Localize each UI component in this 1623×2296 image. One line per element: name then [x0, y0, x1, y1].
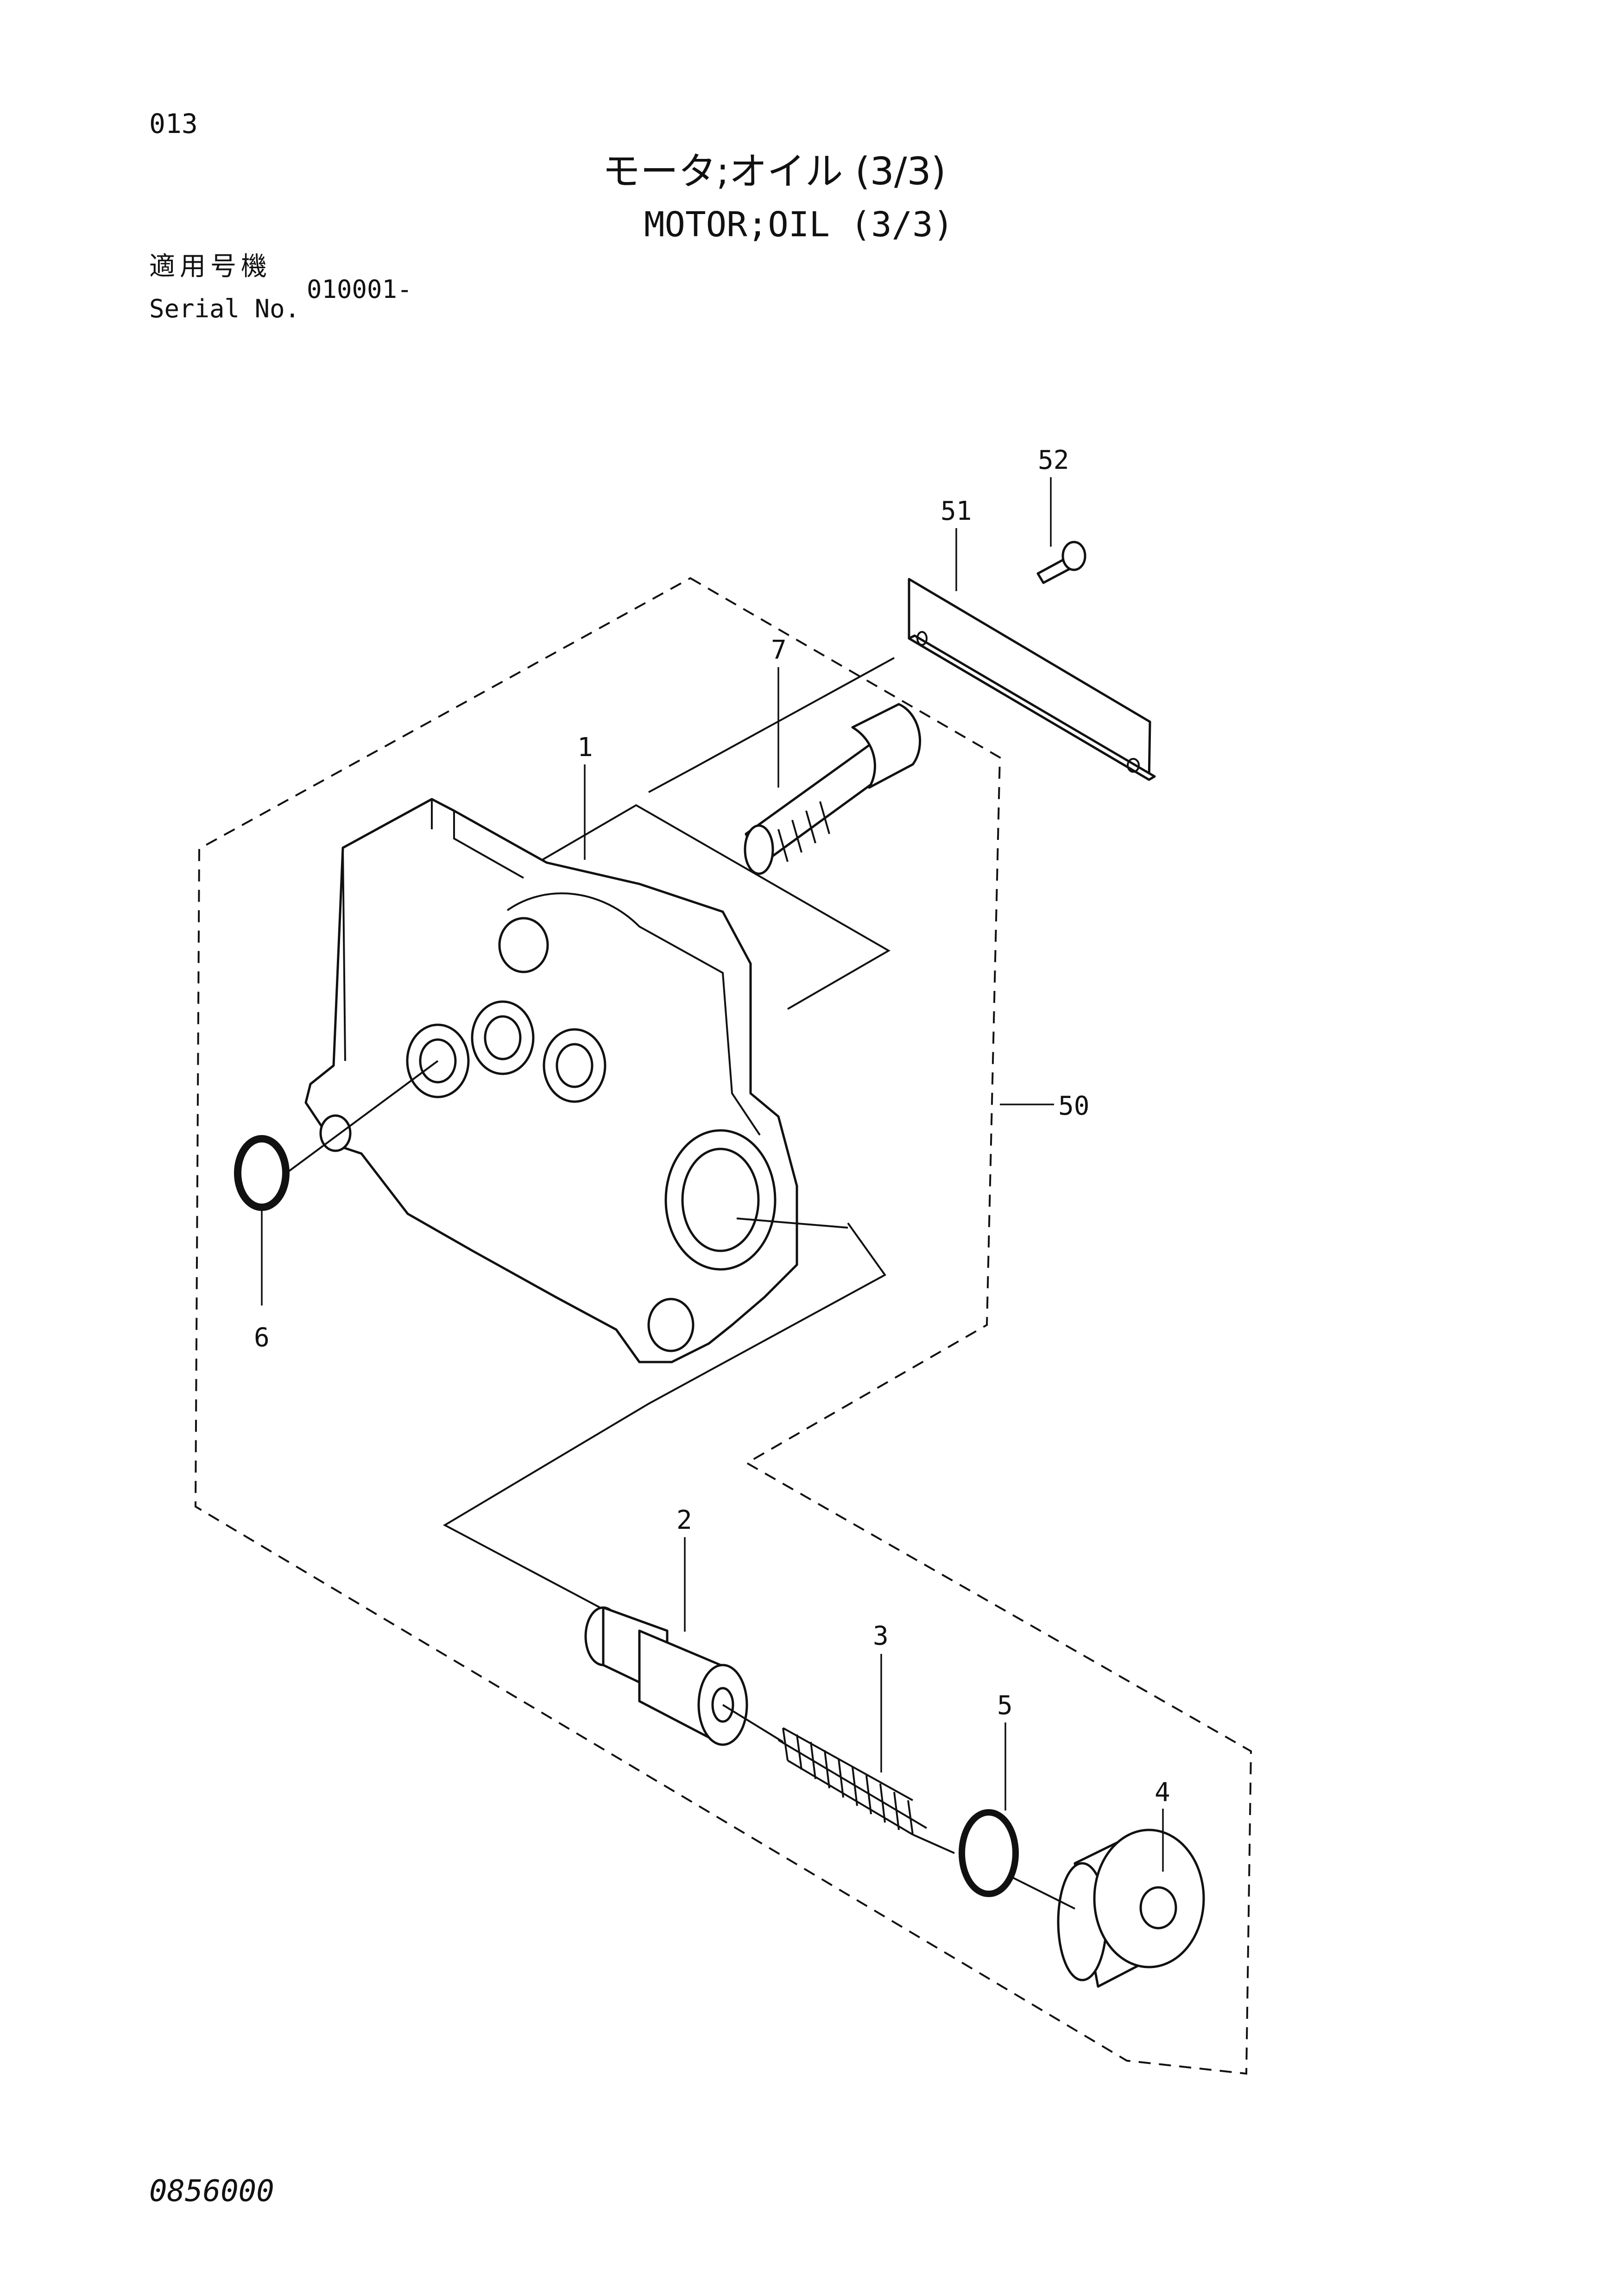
reference-plane-lower	[442, 1222, 886, 1669]
serial-label-japanese: 適用号機	[149, 252, 272, 282]
callout-4: 4	[1155, 1778, 1170, 1808]
assembly-boundary-50	[194, 577, 1252, 2075]
callout-2: 2	[676, 1505, 692, 1535]
page-title-english: MOTOR;OIL (3/3)	[644, 205, 954, 245]
callout-50: 50	[1058, 1091, 1089, 1121]
serial-number-value: 010001-	[307, 275, 412, 304]
part-1-housing	[304, 798, 798, 1363]
part-52-screw	[1036, 541, 1086, 584]
part-51-plate	[908, 578, 1156, 781]
document-code: 0856000	[149, 2174, 274, 2208]
part-3-spring	[777, 1727, 928, 1836]
callout-6: 6	[254, 1323, 270, 1353]
reference-plane-upper	[537, 804, 891, 1010]
axis-line-right	[736, 1217, 848, 1229]
part-2-valve	[584, 1606, 748, 1746]
part-5-o-ring	[959, 1809, 1019, 1897]
callout-7: 7	[771, 635, 787, 665]
part-7-plug	[744, 703, 922, 875]
callout-3: 3	[873, 1621, 889, 1651]
page-title-japanese: モータ;オイル (3/3)	[602, 150, 946, 194]
part-6-o-ring	[234, 1135, 290, 1211]
callout-52: 52	[1038, 445, 1069, 475]
callout-5: 5	[997, 1690, 1013, 1721]
part-4-plug	[1057, 1829, 1205, 1988]
serial-label-english: Serial No.	[149, 294, 300, 323]
axis-line-lower	[722, 1704, 1075, 1910]
axis-line-left	[282, 1060, 439, 1177]
callout-51: 51	[941, 496, 972, 526]
page-number: 013	[149, 108, 198, 139]
axis-line-upper	[648, 657, 895, 793]
callout-1: 1	[577, 732, 593, 763]
